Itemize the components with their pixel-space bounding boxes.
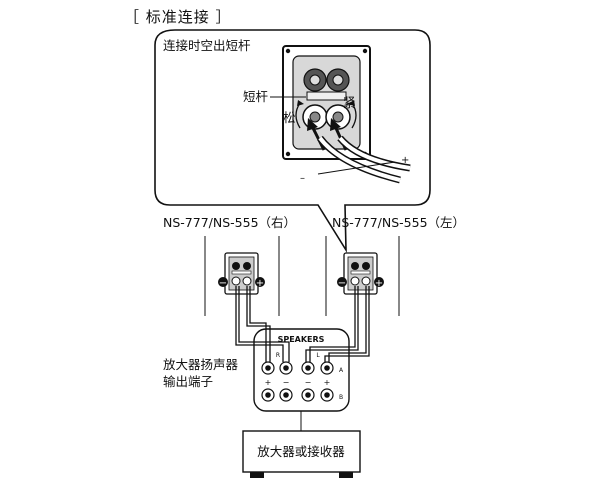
panel-channel-r: R bbox=[276, 352, 280, 359]
speaker-right-plus-icon bbox=[255, 277, 265, 287]
speaker-left-label: NS-777/NS-555（左） bbox=[332, 215, 465, 230]
panel-caption-line1: 放大器扬声器 bbox=[163, 357, 239, 372]
panel-row-b: B bbox=[339, 394, 343, 401]
panel-plus-1: + bbox=[265, 378, 272, 387]
short-bar-label: 短杆 bbox=[243, 89, 269, 104]
speaker-left-plus-sign: + bbox=[375, 278, 383, 289]
panel-title: SPEAKERS bbox=[278, 335, 325, 344]
speaker-wires bbox=[235, 286, 370, 362]
panel-polarity-marks: + − − + bbox=[265, 378, 331, 387]
speaker-right-label: NS-777/NS-555（右） bbox=[163, 215, 296, 230]
speaker-cable bbox=[317, 135, 411, 184]
speaker-left-plus-icon bbox=[374, 277, 384, 287]
speaker-right-minus-sign: − bbox=[219, 278, 227, 289]
amplifier-box bbox=[242, 430, 361, 478]
tighten-label: 紧 bbox=[343, 95, 356, 110]
callout-title: 连接时空出短杆 bbox=[163, 38, 251, 53]
speaker-right-terminal bbox=[224, 252, 259, 295]
amplifier-box-label: 放大器或接收器 bbox=[257, 444, 345, 459]
speaker-right-minus-icon bbox=[218, 277, 228, 287]
panel-row-a: A bbox=[339, 367, 344, 374]
speaker-cabinet-lines bbox=[204, 236, 400, 316]
section-title: ［ 标准连接 ］ bbox=[124, 8, 232, 26]
panel-caption-line2: 输出端子 bbox=[163, 374, 213, 389]
speaker-left-terminal bbox=[343, 252, 378, 295]
panel-plus-2: + bbox=[324, 378, 331, 387]
panel-channel-l: L bbox=[316, 352, 320, 359]
speaker-left-minus-icon bbox=[337, 277, 347, 287]
cable-plus-label: + bbox=[401, 155, 409, 166]
panel-minus-2: − bbox=[305, 378, 312, 387]
speaker-right-plus-sign: + bbox=[256, 278, 264, 289]
cable-minus-label: – bbox=[300, 173, 305, 184]
loosen-label: 松 bbox=[283, 110, 296, 125]
speaker-left-minus-sign: − bbox=[338, 278, 346, 289]
panel-minus-1: − bbox=[283, 378, 290, 387]
panel-terminals bbox=[261, 361, 334, 402]
